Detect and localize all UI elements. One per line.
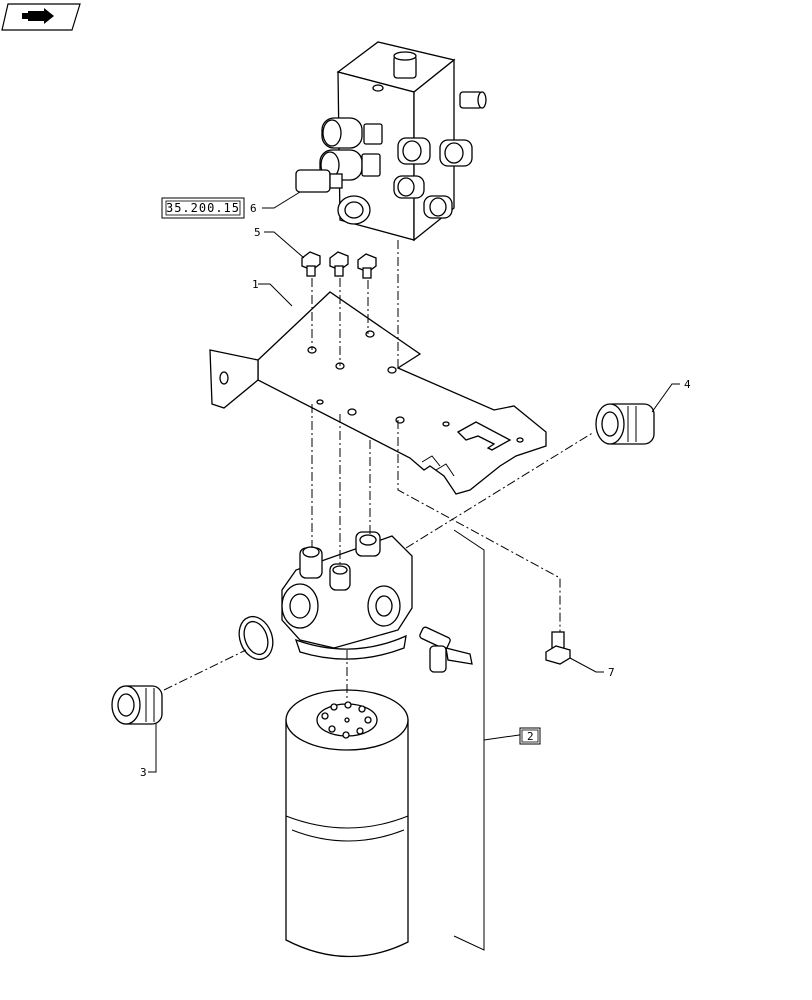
reference-text: 35.200.15	[166, 201, 240, 215]
drain-valve	[419, 626, 473, 673]
callout-4: 4	[684, 378, 691, 391]
mounting-bolts	[301, 251, 377, 279]
page-forward-arrow-icon	[22, 8, 54, 24]
callout-3: 3	[140, 766, 147, 779]
adapter-fitting-right	[595, 403, 655, 445]
callout-6: 6	[250, 202, 257, 215]
screw	[545, 631, 571, 665]
nav-button[interactable]	[1, 3, 81, 31]
o-ring	[238, 615, 274, 661]
callout-1: 1	[252, 278, 259, 291]
adapter-fitting-left	[111, 685, 163, 725]
valve-block	[295, 41, 487, 242]
reference-box[interactable]: 35.200.15	[161, 197, 245, 219]
callout-7: 7	[608, 666, 615, 679]
callout-2-box	[519, 727, 541, 745]
mounting-bracket	[209, 291, 547, 495]
callout-5: 5	[254, 226, 261, 239]
filter-cartridge	[285, 689, 409, 958]
callout-2: 2	[527, 730, 534, 743]
filter-head	[281, 531, 413, 660]
assembly-lines	[163, 240, 595, 700]
assembly-bracket-line	[453, 529, 485, 951]
leader-lines	[148, 191, 680, 773]
